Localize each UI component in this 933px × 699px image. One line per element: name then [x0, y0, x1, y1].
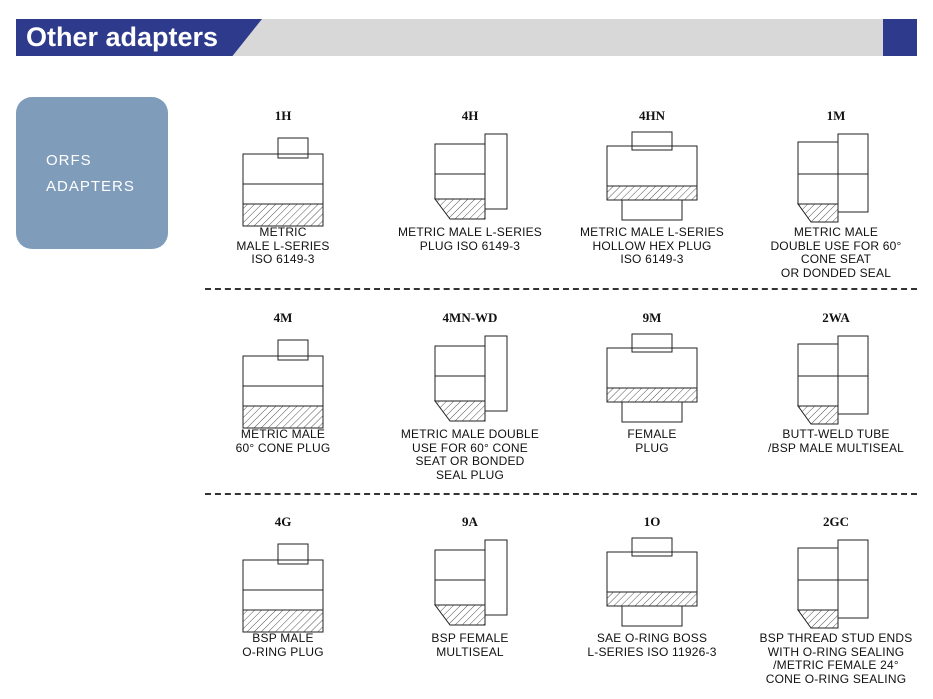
section-banner: Other adapters — [16, 19, 917, 56]
adapter-code: 4M — [273, 310, 293, 325]
adapter-code: 1M — [826, 108, 846, 123]
adapter-description-line: BSP THREAD STUD ENDS — [759, 631, 913, 645]
butt-weld-tube-drawing — [797, 335, 869, 425]
adapter-description-line: METRIC MALE L-SERIES — [579, 225, 725, 239]
adapter-description-line: MULTISEAL — [436, 644, 504, 659]
metric-male-l-series-plug-drawing — [434, 133, 508, 220]
adapter-description-line: DOUBLE USE FOR 60° — [770, 238, 902, 253]
adapter-code: 4HN — [639, 108, 665, 123]
page-title: Other adapters — [26, 22, 219, 52]
banner-title-background — [16, 19, 262, 56]
adapter-code: 1O — [643, 514, 661, 529]
adapter-description-line: ISO 6149-3 — [620, 252, 684, 266]
category-label-line-2: ADAPTERS — [46, 178, 135, 195]
adapter-description-line: /BSP MALE MULTISEAL — [767, 440, 905, 455]
female-plug-drawing — [606, 333, 698, 423]
bsp-thread-stud-ends-drawing — [797, 539, 869, 629]
bsp-female-multiseal-drawing — [434, 539, 508, 626]
adapter-code: 2GC — [823, 514, 849, 529]
adapter-description: BUTT-WELD TUBE/BSP MALE MULTISEAL — [746, 427, 926, 455]
adapter-card: 2WA BUTT-WELD TUBE/BSP MALE MULTISEAL — [746, 310, 926, 495]
metric-male-l-series-drawing — [242, 137, 324, 227]
adapter-code: 2WA — [822, 310, 850, 325]
metric-male-double-use-drawing — [797, 133, 869, 223]
adapter-description-line: METRIC MALE — [793, 225, 879, 239]
adapter-code: 9M — [642, 310, 662, 325]
sae-o-ring-boss-drawing — [606, 537, 698, 627]
adapter-description-line: BSP FEMALE — [431, 631, 509, 645]
adapter-description-line: MALE L-SERIES — [236, 238, 330, 253]
adapter-description-line: PLUG ISO 6149-3 — [419, 238, 521, 253]
adapter-code: 4G — [274, 514, 292, 529]
adapter-description-line: ISO 6149-3 — [251, 252, 315, 266]
adapter-description-line: BUTT-WELD TUBE — [782, 427, 890, 441]
adapter-description-line: METRIC MALE L-SERIES — [397, 225, 543, 239]
category-label-line-1: ORFS — [46, 152, 92, 169]
row-divider-1 — [205, 288, 917, 290]
metric-male-cone-plug-drawing — [242, 339, 324, 429]
adapter-description-line: METRIC MALE DOUBLE — [400, 427, 540, 441]
adapter-description-line: O-RING PLUG — [242, 644, 324, 659]
adapter-code: 1H — [274, 108, 292, 123]
adapter-description-line: L-SERIES ISO 11926-3 — [587, 644, 717, 659]
adapter-description-line: OR DONDED SEAL — [780, 265, 892, 280]
adapter-description-line: FEMALE — [627, 427, 677, 441]
adapter-code: 9A — [462, 514, 478, 529]
adapter-code: 4MN-WD — [442, 310, 498, 325]
adapter-description-line: /METRIC FEMALE 24° — [773, 658, 899, 672]
adapter-description-line: PLUG — [635, 440, 669, 455]
banner-end-block — [883, 19, 917, 56]
bsp-male-o-ring-plug-drawing — [242, 543, 324, 633]
adapter-description-line: 60° CONE PLUG — [235, 440, 331, 455]
adapter-description-line: HOLLOW HEX PLUG — [592, 238, 712, 253]
metric-male-double-use-plug-drawing — [434, 335, 508, 422]
adapter-description-line: SAE O-RING BOSS — [596, 631, 708, 645]
adapter-description-line: USE FOR 60° CONE — [411, 440, 529, 455]
hollow-hex-plug-drawing — [606, 131, 698, 221]
adapter-description-line: CONE O-RING SEALING — [765, 671, 907, 686]
adapter-description-line: BSP MALE — [252, 631, 314, 645]
adapter-description-line: CONE SEAT — [800, 252, 872, 266]
adapter-description-line: METRIC — [259, 225, 307, 239]
row-divider-2 — [205, 493, 917, 495]
adapter-description-line: SEAT OR BONDED — [415, 454, 525, 468]
adapter-description-line: METRIC MALE — [240, 427, 326, 441]
category-button-orfs-adapters[interactable]: ORFS ADAPTERS — [16, 97, 168, 249]
adapter-description-line: SEAL PLUG — [435, 467, 505, 482]
adapter-code: 4H — [461, 108, 479, 123]
adapter-description-line: WITH O-RING SEALING — [767, 644, 905, 659]
